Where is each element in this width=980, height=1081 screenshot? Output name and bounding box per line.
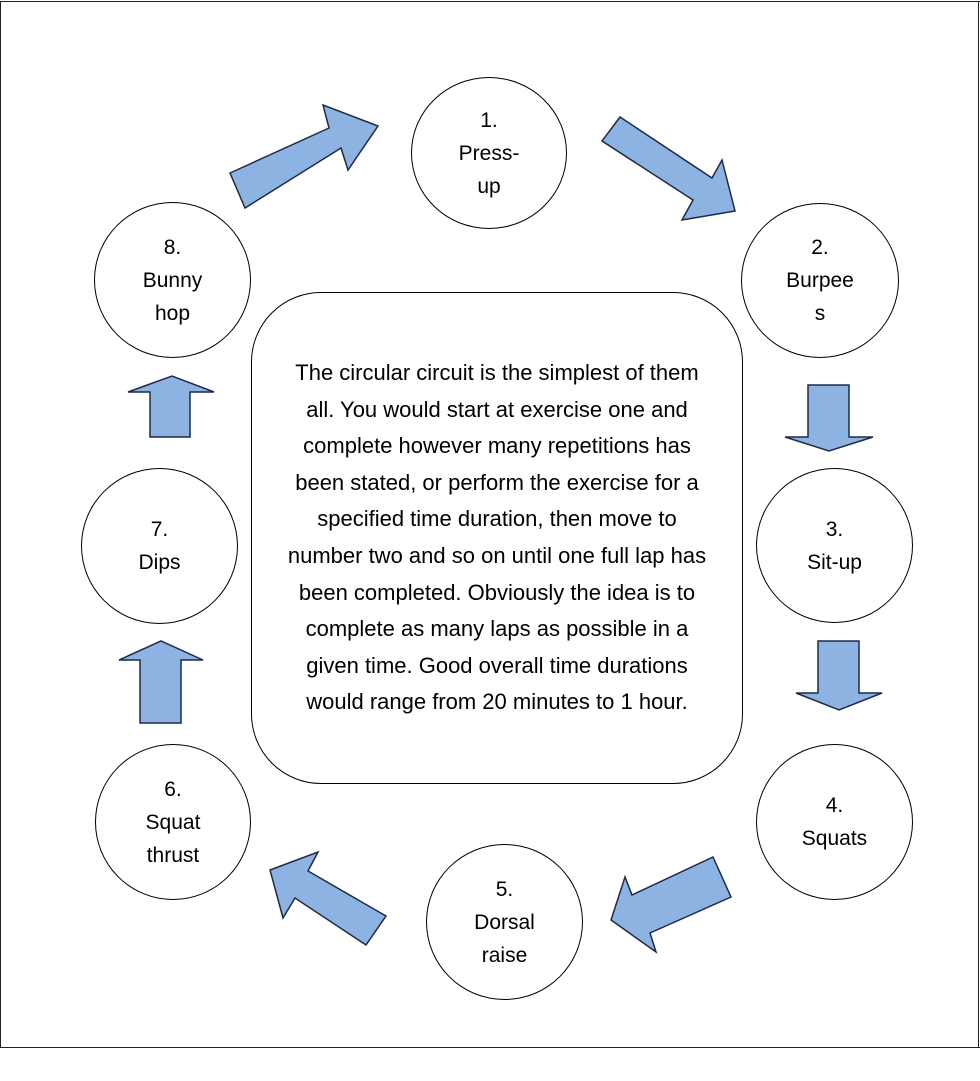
left-border [0,1,1,1047]
exercise-number: 7. [150,518,169,541]
exercise-node-4: 4. Squats [756,744,913,900]
exercise-label: Burpee s [786,269,854,325]
exercise-node-5: 5. Dorsal raise [426,844,583,1000]
exercise-number: 4. [825,794,844,817]
exercise-number: 1. [480,108,498,132]
arrow-8-to-1 [229,103,380,210]
exercise-label: Sit-up [807,550,862,574]
exercise-label: Squat thrust [145,810,201,867]
exercise-label: Dips [138,551,181,574]
exercise-label: Bunny hop [142,268,203,325]
arrow-1-to-2 [600,115,736,221]
exercise-number: 8. [163,235,182,259]
exercise-label: Squats [801,827,868,850]
exercise-node-3: 3. Sit-up [756,468,913,623]
arrow-3-to-4 [795,640,883,711]
description-text: The circular circuit is the simplest of … [287,360,707,715]
bottom-border [0,1047,980,1048]
exercise-number: 5. [495,877,514,901]
arrow-2-to-3 [784,384,874,452]
arrow-6-to-7 [118,640,204,724]
right-border [978,1,979,1047]
exercise-node-7: 7. Dips [81,468,238,624]
exercise-node-1: 1. Press- up [411,77,567,229]
description-box: The circular circuit is the simplest of … [251,292,743,784]
exercise-label: Dorsal raise [474,910,535,967]
exercise-number: 6. [164,777,182,801]
exercise-number: 2. [811,236,829,259]
exercise-label: Press- up [458,141,520,198]
arrow-7-to-8 [127,375,215,438]
exercise-node-6: 6. Squat thrust [95,744,251,900]
exercise-node-8: 8. Bunny hop [94,202,251,358]
arrow-5-to-6 [269,850,388,947]
arrow-4-to-5 [610,855,732,954]
top-border [0,1,980,2]
exercise-node-2: 2. Burpee s [741,203,899,358]
exercise-number: 3. [825,517,844,541]
